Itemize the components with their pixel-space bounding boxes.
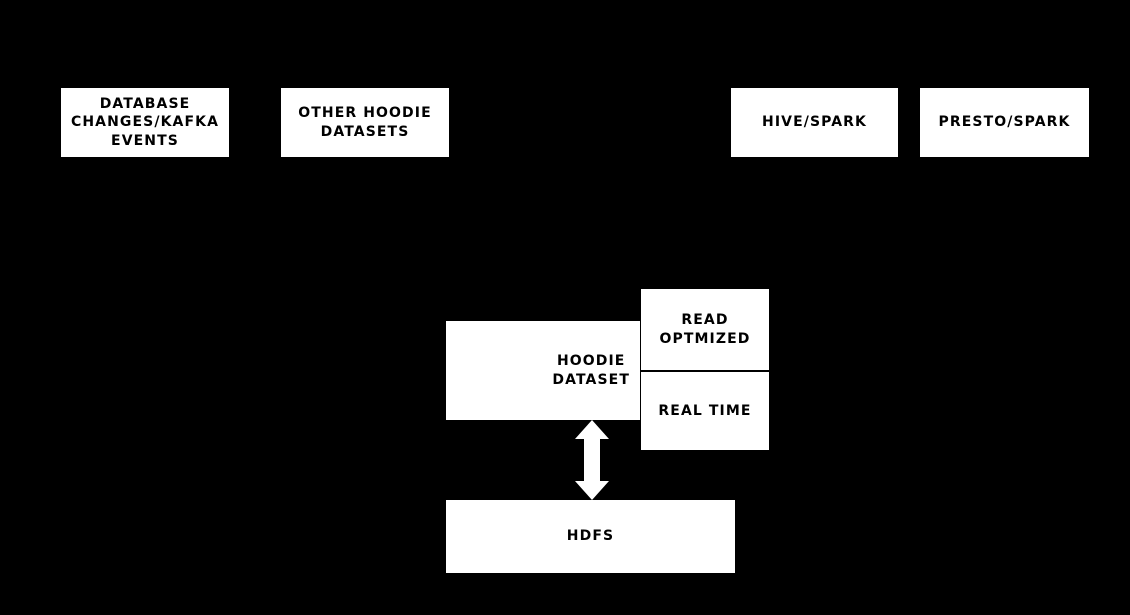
node-other-hoodie-datasets[interactable]: OTHER HOODIE DATASETS <box>281 88 449 157</box>
node-hive-spark[interactable]: HIVE/SPARK <box>731 88 898 157</box>
node-read-optimized-view[interactable]: READ OPTMIZED <box>641 289 769 372</box>
node-presto-spark[interactable]: PRESTO/SPARK <box>920 88 1089 157</box>
node-label: READ OPTMIZED <box>659 312 751 347</box>
node-label: DATABASE CHANGES/KAFKA EVENTS <box>70 95 220 149</box>
node-label: REAL TIME <box>658 402 752 419</box>
node-hoodie-dataset[interactable]: HOODIE DATASET <box>446 321 640 420</box>
node-label: PRESTO/SPARK <box>938 114 1071 131</box>
node-label: HDFS <box>566 528 615 545</box>
node-database-changes-kafka-events[interactable]: DATABASE CHANGES/KAFKA EVENTS <box>61 88 229 157</box>
node-real-time-view[interactable]: REAL TIME <box>641 372 769 450</box>
node-label: HOODIE DATASET <box>552 353 630 388</box>
node-label: OTHER HOODIE DATASETS <box>298 105 432 140</box>
node-label: HIVE/SPARK <box>762 114 867 131</box>
node-hdfs[interactable]: HDFS <box>446 500 735 573</box>
double-headed-vertical-arrow-icon <box>575 420 609 500</box>
